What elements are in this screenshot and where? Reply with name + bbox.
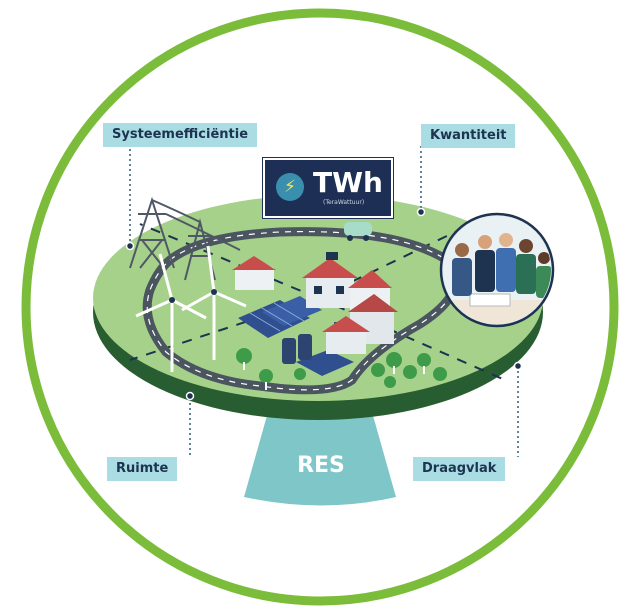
houses: [232, 252, 398, 354]
twh-subtitle: (TeraWattuur): [323, 199, 365, 206]
storage-cylinders: [282, 334, 312, 364]
sector-lines: [129, 219, 506, 381]
label-systeemefficientie: Systeemefficiëntie: [103, 123, 258, 147]
outer-ring: [21, 8, 619, 606]
label-kwantiteit: Kwantiteit: [421, 124, 516, 148]
lightning-bolt-icon: ⚡: [276, 173, 304, 201]
road: [142, 227, 461, 395]
res-pedestal: [244, 412, 396, 506]
twh-sign: ⚡ TWh (TeraWattuur): [263, 158, 393, 218]
electric-car: [344, 222, 372, 241]
label-ruimte: Ruimte: [107, 457, 178, 481]
stakeholders-circle: [439, 212, 555, 328]
label-draagvlak: Draagvlak: [413, 457, 506, 481]
res-label: RES: [297, 453, 345, 478]
connector-dots: [125, 207, 523, 401]
trees: [236, 348, 447, 388]
wind-turbine: [135, 245, 247, 372]
connector-lines: [129, 144, 519, 457]
twh-title: TWh: [313, 166, 383, 199]
